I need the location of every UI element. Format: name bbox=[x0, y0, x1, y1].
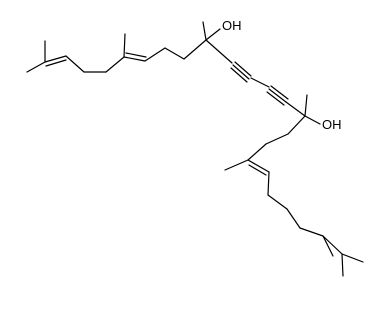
bond bbox=[299, 227, 324, 237]
lower-alkene bbox=[224, 115, 324, 237]
bond bbox=[205, 39, 233, 64]
upper-terminal-prenyl bbox=[26, 40, 125, 73]
lower-terminal-prenyl bbox=[322, 235, 364, 277]
lower-carbinol: OH bbox=[304, 94, 342, 132]
bond bbox=[164, 47, 185, 60]
methyl-bond bbox=[267, 171, 270, 196]
bond-double-inner bbox=[248, 164, 267, 176]
triple-bond-lower bbox=[268, 88, 287, 103]
bond bbox=[267, 194, 288, 210]
bond-double bbox=[322, 235, 343, 255]
bond bbox=[247, 143, 267, 161]
bond bbox=[247, 159, 270, 173]
diyne-chain bbox=[205, 39, 306, 117]
triple-bond-lower bbox=[266, 91, 285, 106]
bond bbox=[322, 235, 334, 257]
triple-bond-lower bbox=[270, 85, 289, 100]
bond bbox=[105, 56, 125, 73]
upper-alkene bbox=[123, 33, 207, 62]
bond bbox=[123, 56, 146, 62]
methyl-bond bbox=[123, 33, 126, 58]
methyl-bond bbox=[341, 253, 344, 277]
bond bbox=[285, 101, 306, 117]
oh-bond bbox=[304, 115, 321, 125]
bond bbox=[26, 61, 46, 73]
methyl-bond bbox=[304, 94, 308, 117]
triple-bond-upper bbox=[232, 64, 250, 80]
bond bbox=[265, 133, 289, 145]
triple-bond-upper bbox=[230, 67, 248, 83]
bond bbox=[286, 208, 301, 229]
bond bbox=[65, 55, 85, 73]
bond bbox=[224, 159, 249, 171]
bond-double-inner bbox=[45, 59, 67, 67]
oh-label-upper: OH bbox=[222, 18, 242, 33]
bond bbox=[250, 77, 270, 88]
bond-double-inner bbox=[125, 52, 147, 58]
methyl-bond bbox=[202, 21, 207, 41]
triple-bond-upper bbox=[234, 61, 252, 77]
upper-carbinol: OH bbox=[202, 18, 242, 41]
bond bbox=[144, 47, 166, 62]
oh-bond bbox=[205, 28, 221, 41]
methyl-bond bbox=[341, 253, 364, 263]
bond bbox=[183, 39, 207, 60]
bond bbox=[44, 55, 67, 63]
bond bbox=[287, 115, 306, 135]
oh-label-lower: OH bbox=[322, 117, 342, 132]
